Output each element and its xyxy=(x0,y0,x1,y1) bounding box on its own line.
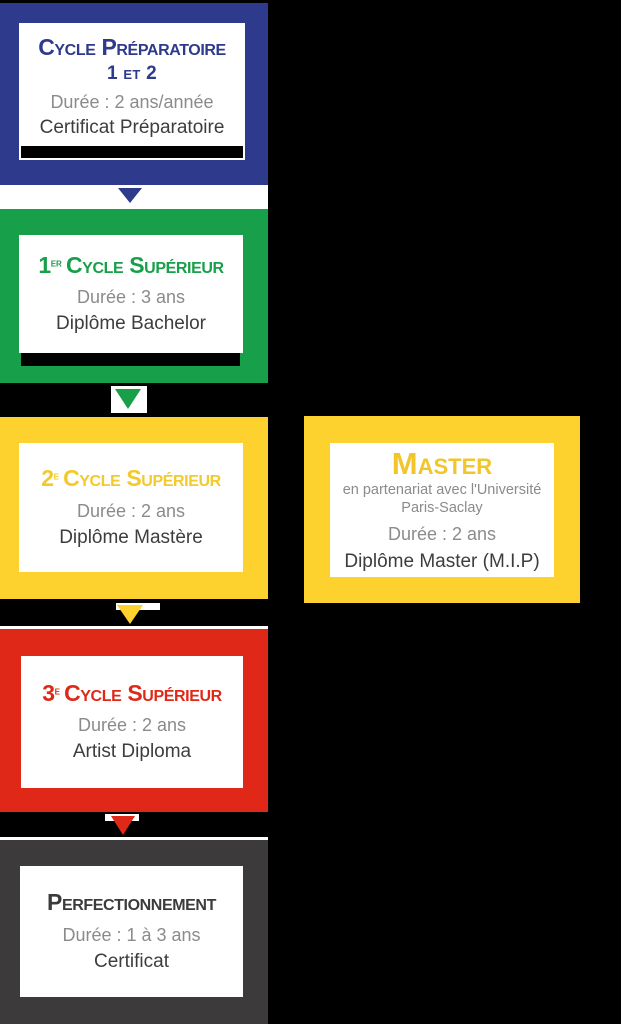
stage-title-ordinal: er xyxy=(50,255,62,270)
stage-box-master: Master en partenariat avec l'Université … xyxy=(304,416,580,603)
down-arrow-icon xyxy=(111,816,135,835)
stage-title: Cycle Préparatoire xyxy=(38,34,226,60)
stage-title: 3e Cycle Supérieur xyxy=(42,679,222,706)
stage-title: 2e Cycle Supérieur xyxy=(41,466,221,491)
stage-duration: Durée : 2 ans/année xyxy=(50,92,214,113)
stage-title-ordinal: e xyxy=(54,683,60,698)
down-arrow-icon xyxy=(115,389,141,409)
stage-diploma: Diplôme Master (M.I.P) xyxy=(344,551,540,573)
stage-title-text: Cycle Préparatoire xyxy=(38,34,226,60)
stage-title-text: Master xyxy=(391,445,493,481)
stage-panel: Master en partenariat avec l'Université … xyxy=(330,443,554,577)
stage-title-text: Cycle Supérieur xyxy=(64,679,222,706)
stage-panel: Cycle Préparatoire 1 et 2 Durée : 2 ans/… xyxy=(19,23,245,160)
divider-line xyxy=(0,626,268,629)
stage-title: Perfectionnement xyxy=(47,890,216,915)
stage-duration: Durée : 2 ans xyxy=(76,500,186,521)
down-arrow-icon xyxy=(117,605,143,624)
stage-title: Master xyxy=(391,445,493,481)
stage-title-number: 2 xyxy=(41,465,54,492)
down-arrow-icon xyxy=(118,188,142,203)
stage-box-3e-cycle-superieur: 3e Cycle Supérieur Durée : 2 ans Artist D… xyxy=(0,629,268,812)
stage-title-text: Cycle Supérieur xyxy=(65,251,224,278)
stage-title-line2: 1 et 2 xyxy=(106,63,158,85)
stage-title-text: Cycle Supérieur xyxy=(63,465,221,492)
divider-line xyxy=(0,837,268,840)
stage-duration: Durée : 1 à 3 ans xyxy=(62,924,201,945)
stage-diploma: Certificat Préparatoire xyxy=(39,117,225,139)
stage-title-text: Perfectionnement xyxy=(47,889,216,916)
black-bar xyxy=(21,146,243,158)
stage-title-ordinal: e xyxy=(53,468,59,483)
stage-panel: Perfectionnement Durée : 1 à 3 ans Certi… xyxy=(20,866,243,997)
stage-title-number: 1 xyxy=(38,251,51,278)
stage-title-number: 3 xyxy=(42,679,55,706)
stage-box-2e-cycle-superieur: 2e Cycle Supérieur Durée : 2 ans Diplôme … xyxy=(0,417,268,599)
stage-diploma: Diplôme Bachelor xyxy=(56,313,206,335)
stage-panel: 2e Cycle Supérieur Durée : 2 ans Diplôme … xyxy=(19,443,243,572)
stage-diploma: Diplôme Mastère xyxy=(59,526,203,548)
stage-box-cycle-preparatoire: Cycle Préparatoire 1 et 2 Durée : 2 ans/… xyxy=(0,3,268,185)
stage-duration: Durée : 3 ans xyxy=(76,287,186,308)
stage-duration: Durée : 2 ans xyxy=(77,715,187,736)
partnership-line1: en partenariat avec l'Université xyxy=(342,481,542,498)
stage-panel: 3e Cycle Supérieur Durée : 2 ans Artist D… xyxy=(21,656,243,788)
stage-box-perfectionnement: Perfectionnement Durée : 1 à 3 ans Certi… xyxy=(0,840,268,1024)
stage-diploma: Certificat xyxy=(94,950,169,972)
black-bar xyxy=(21,353,240,366)
stage-diploma: Artist Diploma xyxy=(72,741,192,763)
stage-duration: Durée : 2 ans xyxy=(387,524,497,545)
partnership-line2: Paris-Saclay xyxy=(401,499,483,516)
